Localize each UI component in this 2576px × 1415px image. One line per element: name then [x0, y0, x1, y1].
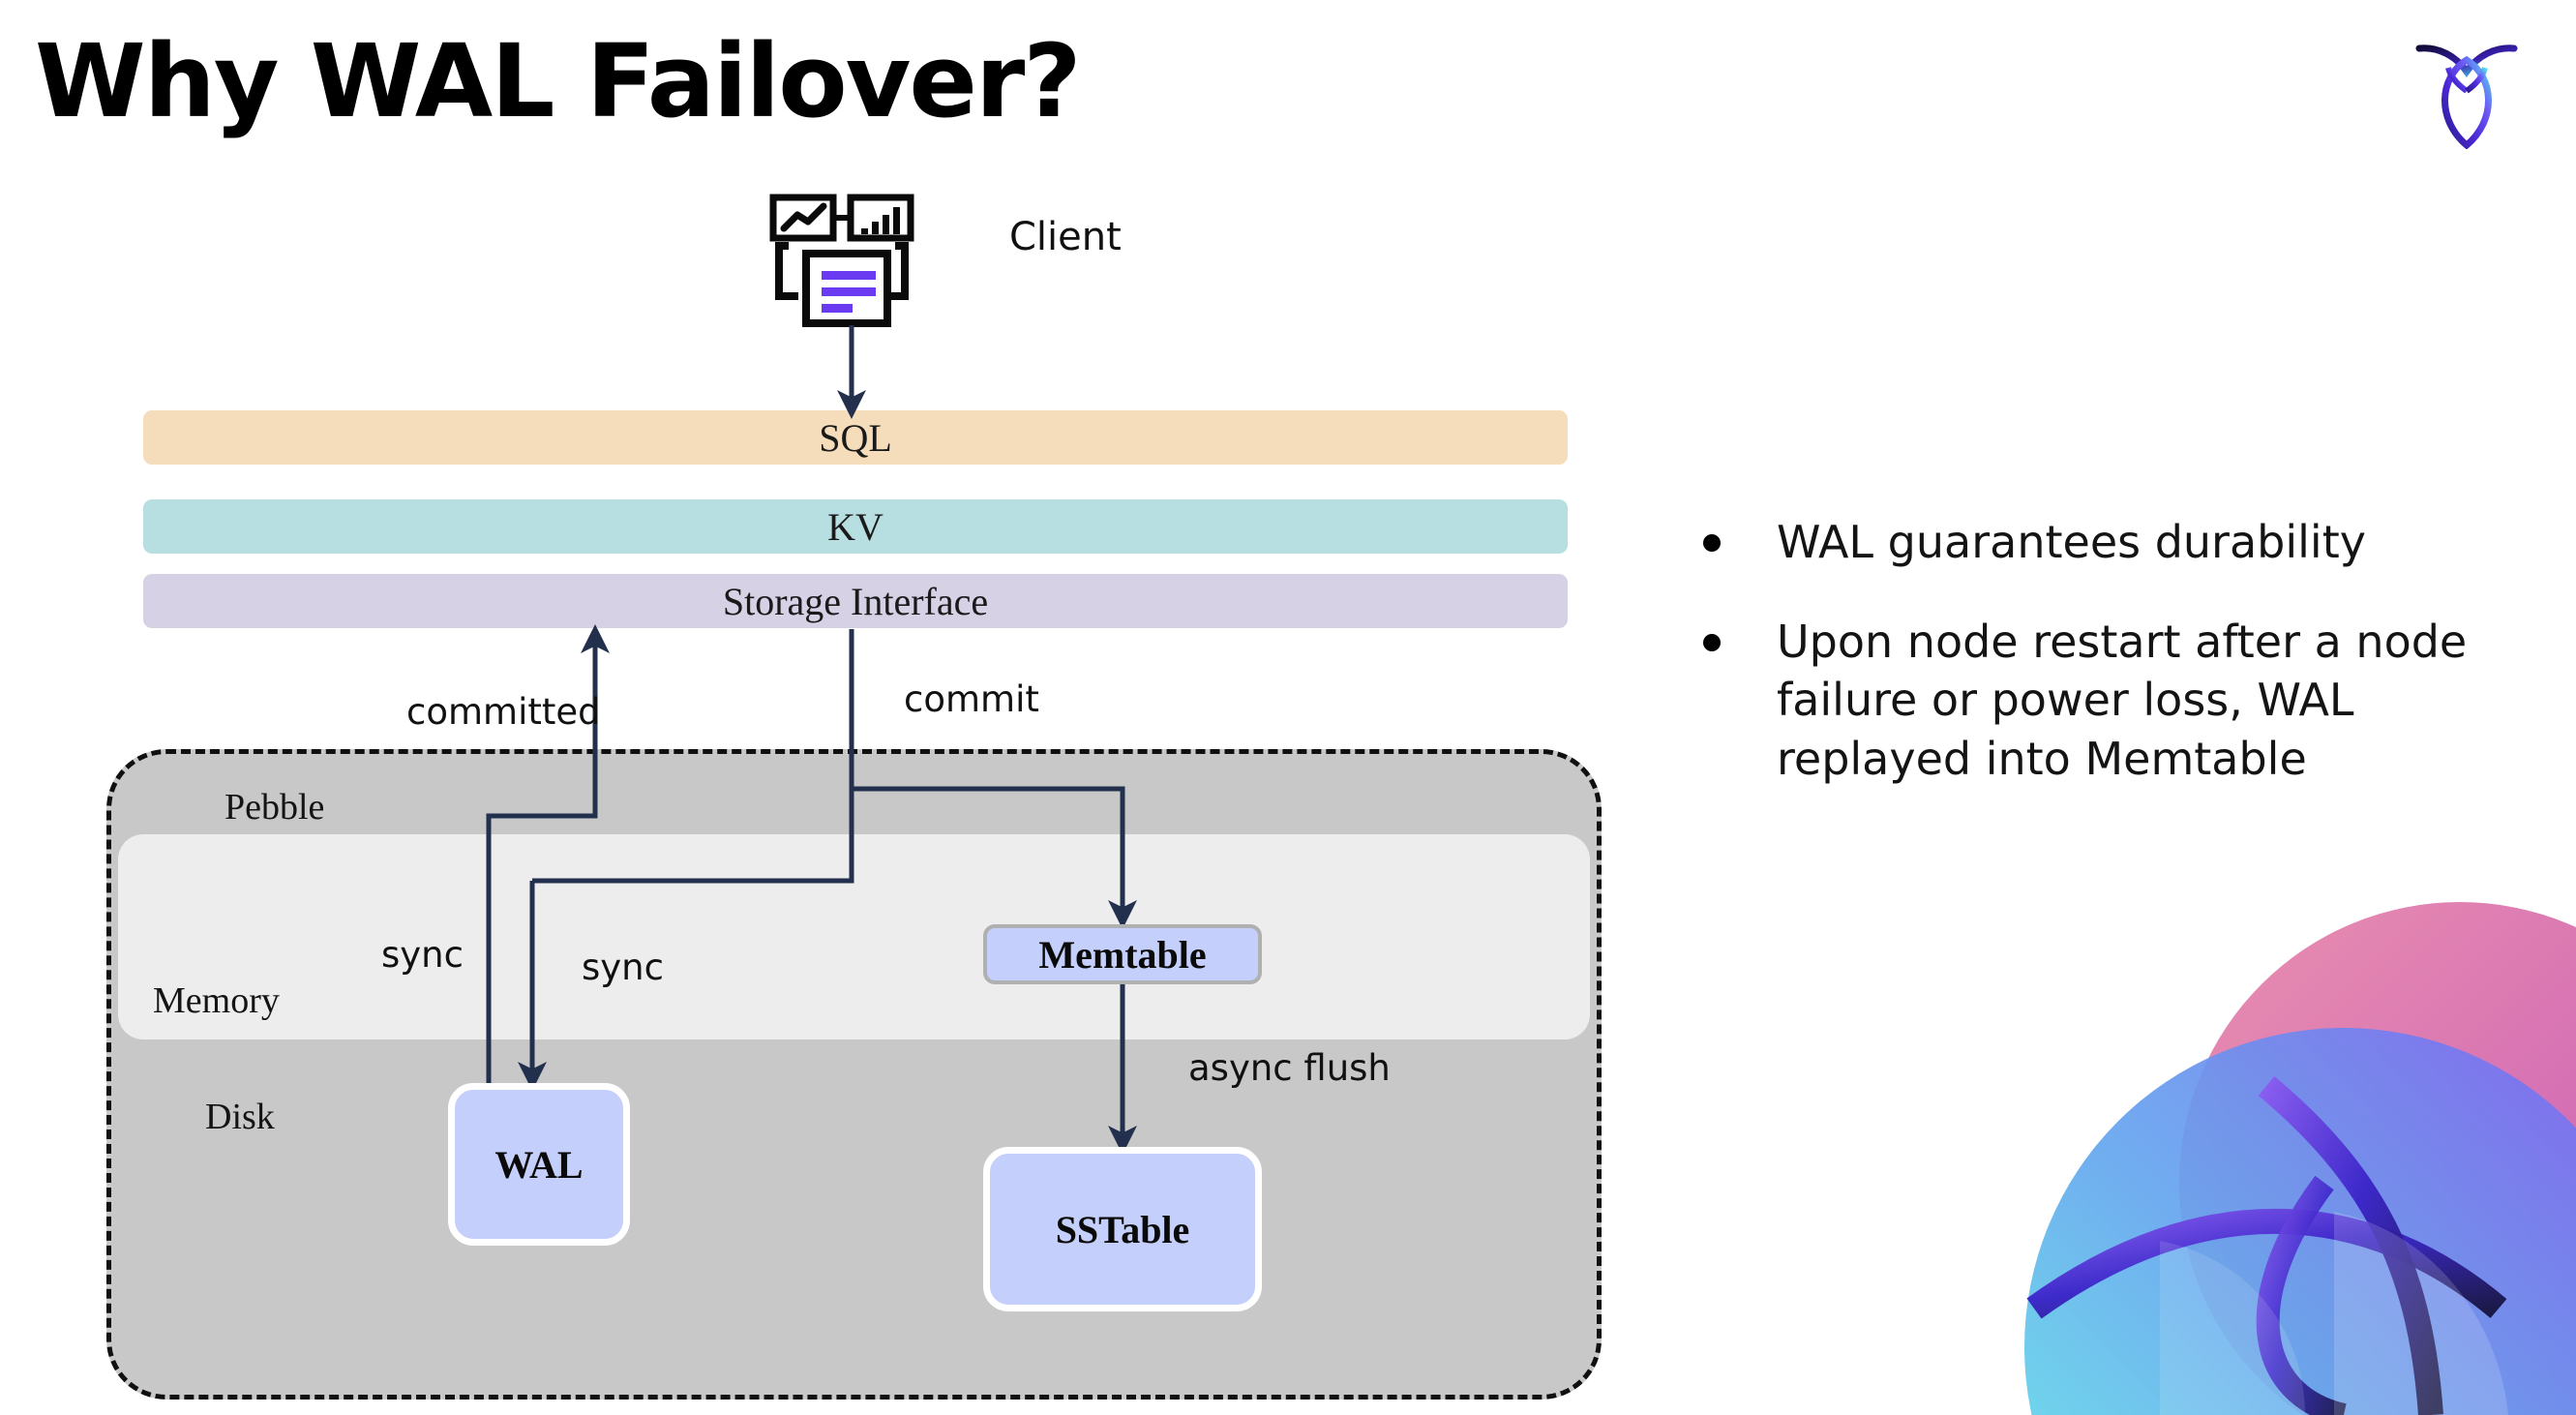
- edge-label-async-flush: async flush: [1188, 1047, 1391, 1089]
- diagram-connectors: [486, 325, 1137, 1155]
- bullet-text: WAL guarantees durability: [1777, 516, 2366, 568]
- node-memtable: Memtable: [983, 924, 1262, 984]
- memory-label: Memory: [153, 980, 280, 1021]
- pebble-label: Pebble: [225, 787, 325, 828]
- edge-label-sync-right: sync: [582, 947, 664, 988]
- cockroachdb-logo-icon: [2413, 31, 2520, 150]
- node-sstable: SSTable: [983, 1147, 1262, 1311]
- client-label: Client: [1009, 215, 1122, 259]
- disk-label: Disk: [205, 1097, 275, 1137]
- stack-layer-sql: SQL: [143, 410, 1568, 465]
- node-wal: WAL: [448, 1083, 630, 1246]
- node-memtable-label: Memtable: [1038, 932, 1207, 977]
- stack-layer-storage-label: Storage Interface: [722, 579, 989, 623]
- node-wal-label: WAL: [494, 1142, 584, 1187]
- edge-label-sync-left: sync: [381, 934, 464, 976]
- bullet-text: Upon node restart after a node failure o…: [1777, 615, 2468, 786]
- edge-label-committed: committed: [406, 691, 601, 733]
- page-title: Why WAL Failover?: [35, 22, 1082, 140]
- bullet-list: WAL guarantees durability Upon node rest…: [1703, 513, 2535, 829]
- list-item: Upon node restart after a node failure o…: [1703, 613, 2535, 789]
- list-item: WAL guarantees durability: [1703, 513, 2535, 572]
- client-dashboard-icon: [769, 194, 924, 329]
- cockroachdb-watermark-icon: [1918, 892, 2576, 1415]
- bullet-dot-icon: [1703, 534, 1721, 552]
- edge-label-commit: commit: [904, 678, 1039, 720]
- node-sstable-label: SSTable: [1055, 1207, 1190, 1251]
- architecture-diagram: Client SQL KV Storage Interface Pebble M…: [106, 194, 1602, 1400]
- stack-layer-storage-interface: Storage Interface: [143, 574, 1568, 628]
- bullet-dot-icon: [1703, 633, 1721, 651]
- stack-layer-kv-label: KV: [827, 504, 884, 549]
- stack-layer-sql-label: SQL: [819, 415, 892, 460]
- stack-layer-kv: KV: [143, 499, 1568, 554]
